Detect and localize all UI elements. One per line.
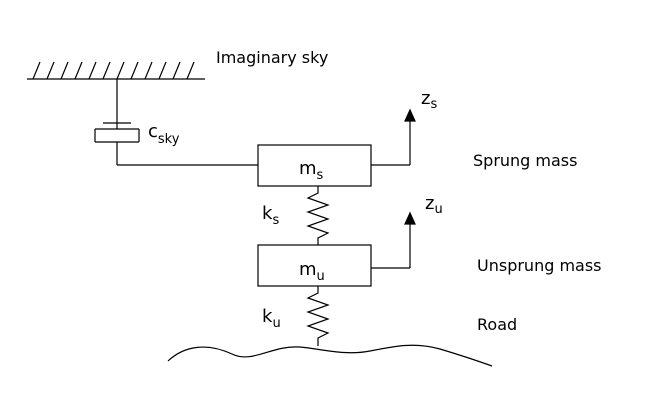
spring-ks — [306, 186, 330, 245]
road-profile — [167, 344, 493, 367]
sprung-caption: Sprung mass — [473, 151, 577, 170]
zs-arrow — [371, 116, 411, 166]
sky-hatches — [32, 61, 195, 80]
zu-arrow — [371, 219, 411, 269]
zs-label: zs — [421, 88, 437, 112]
unsprung-mass-box — [257, 244, 372, 287]
zs-arrowhead — [404, 108, 416, 122]
skyhook-damper — [94, 79, 258, 166]
sprung-mass-label: ms — [299, 158, 324, 183]
spring-ku-label: ku — [262, 306, 281, 331]
spring-ks-label: ks — [262, 203, 279, 228]
unsprung-mass-label: mu — [299, 259, 325, 284]
zu-arrowhead — [404, 211, 416, 225]
road-caption: Road — [477, 315, 517, 334]
spring-ku — [306, 286, 330, 346]
sky-ground — [27, 61, 205, 80]
unsprung-caption: Unsprung mass — [477, 256, 602, 275]
sky-label: Imaginary sky — [216, 48, 328, 67]
zu-label: zu — [425, 193, 443, 217]
damper-label: csky — [148, 121, 180, 147]
